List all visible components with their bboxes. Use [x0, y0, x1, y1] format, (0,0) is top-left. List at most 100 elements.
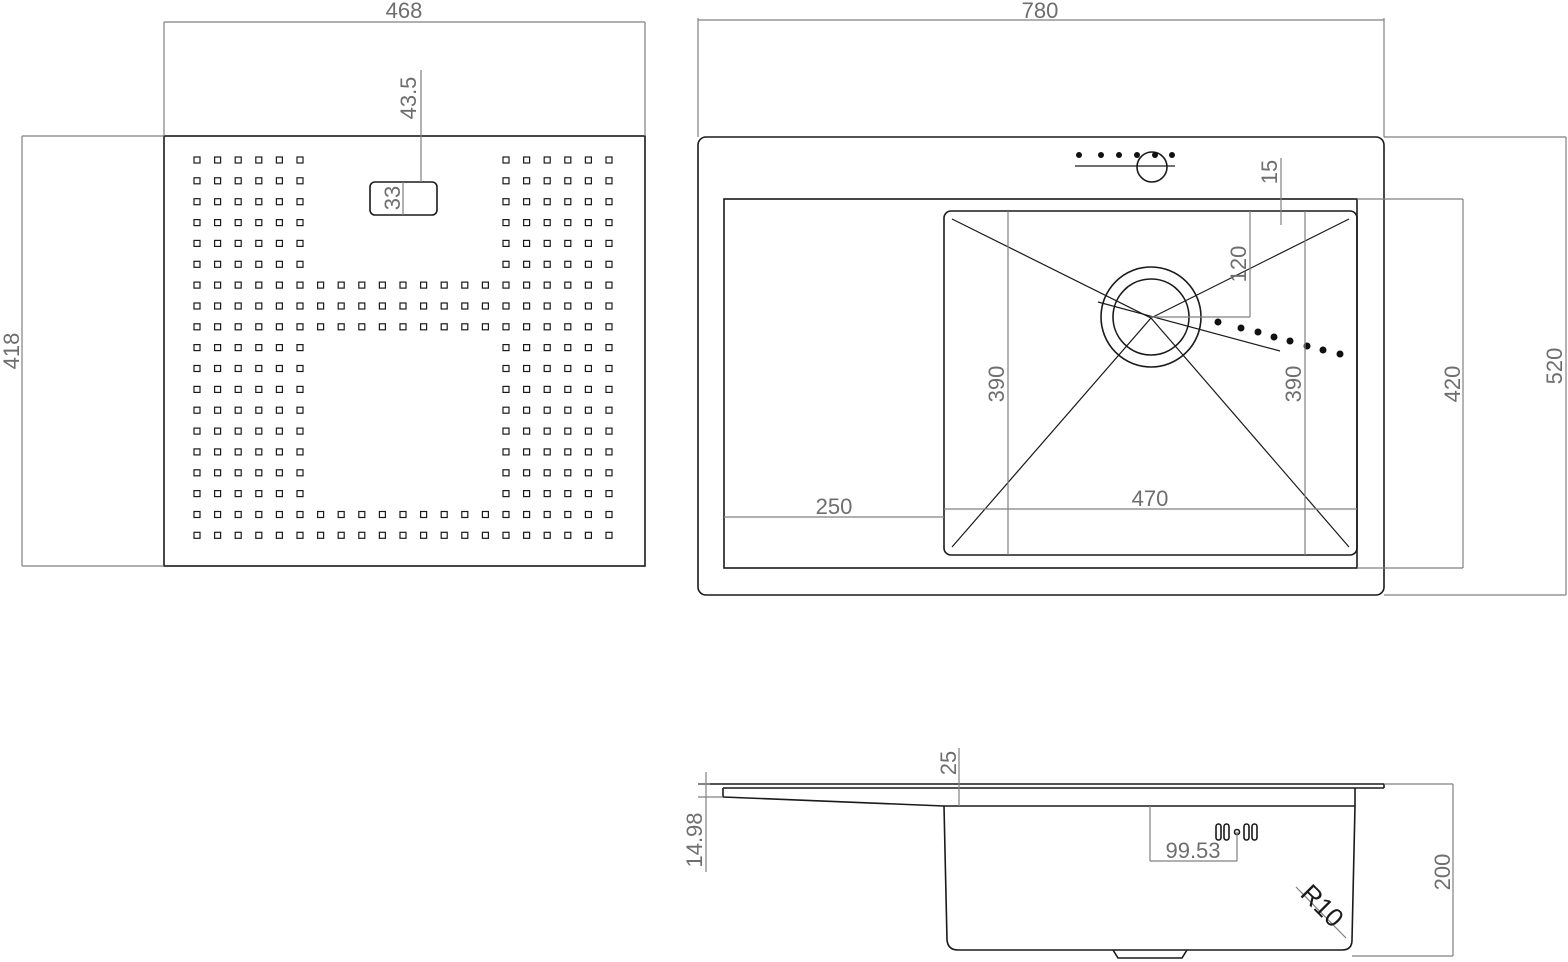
grate-hole	[358, 302, 366, 310]
grate-hole	[399, 323, 407, 331]
grate-hole	[605, 302, 613, 310]
grate-hole	[255, 281, 263, 289]
grate-hole	[193, 385, 201, 393]
grate-hole	[214, 219, 222, 227]
grate-hole	[234, 260, 242, 268]
grate-hole	[275, 531, 283, 539]
grate-hole	[584, 344, 593, 352]
grate-hole	[378, 302, 386, 310]
grate-hole	[502, 198, 510, 206]
grate-hole	[317, 510, 325, 519]
grate-hole	[522, 364, 531, 373]
grate-outline	[163, 135, 646, 567]
grate-slot-height-label: 33	[380, 186, 405, 210]
bowl-width-label: 470	[1132, 486, 1169, 511]
grate-hole	[543, 239, 551, 247]
grate-hole	[605, 281, 613, 289]
grate-hole	[255, 177, 263, 185]
grate-hole	[255, 406, 263, 414]
grate-hole	[358, 531, 366, 539]
grate-hole	[605, 406, 613, 414]
grate-hole	[337, 281, 345, 289]
grate-hole	[440, 281, 448, 289]
grate-hole	[399, 531, 407, 539]
grate-hole	[461, 281, 469, 289]
grate-hole	[193, 239, 201, 247]
grate-hole	[337, 531, 345, 539]
grate-hole	[234, 239, 242, 247]
grate-hole	[378, 323, 386, 331]
grate-hole	[502, 427, 510, 435]
grate-hole	[378, 510, 386, 519]
grate-hole	[214, 239, 222, 247]
grate-hole	[275, 448, 283, 456]
grate-hole	[522, 323, 531, 331]
grate-hole	[193, 323, 201, 331]
grate-hole	[234, 406, 242, 414]
grate-hole	[605, 427, 613, 435]
grate-hole	[193, 219, 201, 227]
grate-hole	[522, 344, 531, 352]
grate-hole	[296, 427, 304, 435]
grate-hole	[193, 156, 201, 164]
grate-hole	[296, 344, 304, 352]
grate-hole	[296, 364, 304, 373]
grate-hole	[564, 219, 572, 227]
grate-hole	[584, 531, 593, 539]
grate-hole	[214, 344, 222, 352]
grate-hole	[275, 177, 283, 185]
grate-hole	[358, 281, 366, 289]
grate-hole	[564, 385, 572, 393]
grate-hole	[502, 156, 510, 164]
grate-hole	[255, 323, 263, 331]
grate-hole	[420, 323, 428, 331]
grate-hole	[193, 427, 201, 435]
grate-hole	[275, 281, 283, 289]
grate-hole	[214, 281, 222, 289]
overflow-slots	[1215, 823, 1258, 841]
grate-slot-offset-label: 43.5	[396, 77, 421, 120]
sink-side-view: 25 14.98 99.53 200 R10	[682, 748, 1455, 959]
grate-hole	[564, 156, 572, 164]
grate-hole	[543, 219, 551, 227]
grate-hole	[296, 281, 304, 289]
grate-hole	[522, 510, 531, 519]
grate-hole	[358, 323, 366, 331]
bowl-outline	[943, 210, 1358, 556]
grate-hole	[564, 469, 572, 477]
grate-hole	[543, 177, 551, 185]
grate-hole	[502, 490, 510, 498]
grate-hole	[255, 490, 263, 498]
grate-hole	[275, 323, 283, 331]
grate-hole	[234, 198, 242, 206]
grate-hole	[296, 260, 304, 268]
grate-hole	[522, 531, 531, 539]
grate-hole	[461, 302, 469, 310]
grate-hole	[296, 531, 304, 539]
grate-hole	[214, 427, 222, 435]
grate-hole	[420, 281, 428, 289]
grate-hole	[234, 344, 242, 352]
grate-hole	[605, 531, 613, 539]
grate-hole	[275, 260, 283, 268]
grate-hole	[543, 323, 551, 331]
grate-hole	[214, 302, 222, 310]
grate-hole	[461, 510, 469, 519]
grate-hole	[234, 490, 242, 498]
grate-hole	[584, 364, 593, 373]
grate-height-label: 418	[0, 333, 24, 370]
grate-hole	[275, 239, 283, 247]
grate-hole	[605, 448, 613, 456]
grate-hole	[605, 260, 613, 268]
grate-hole	[234, 364, 242, 373]
grate-hole	[543, 427, 551, 435]
grate-hole	[255, 344, 263, 352]
grate-hole	[502, 510, 510, 519]
grate-hole	[193, 469, 201, 477]
grate-hole	[564, 177, 572, 185]
grate-hole	[481, 281, 489, 289]
grate-hole	[522, 219, 531, 227]
grate-hole	[564, 427, 572, 435]
grate-hole	[502, 281, 510, 289]
grate-hole	[296, 198, 304, 206]
